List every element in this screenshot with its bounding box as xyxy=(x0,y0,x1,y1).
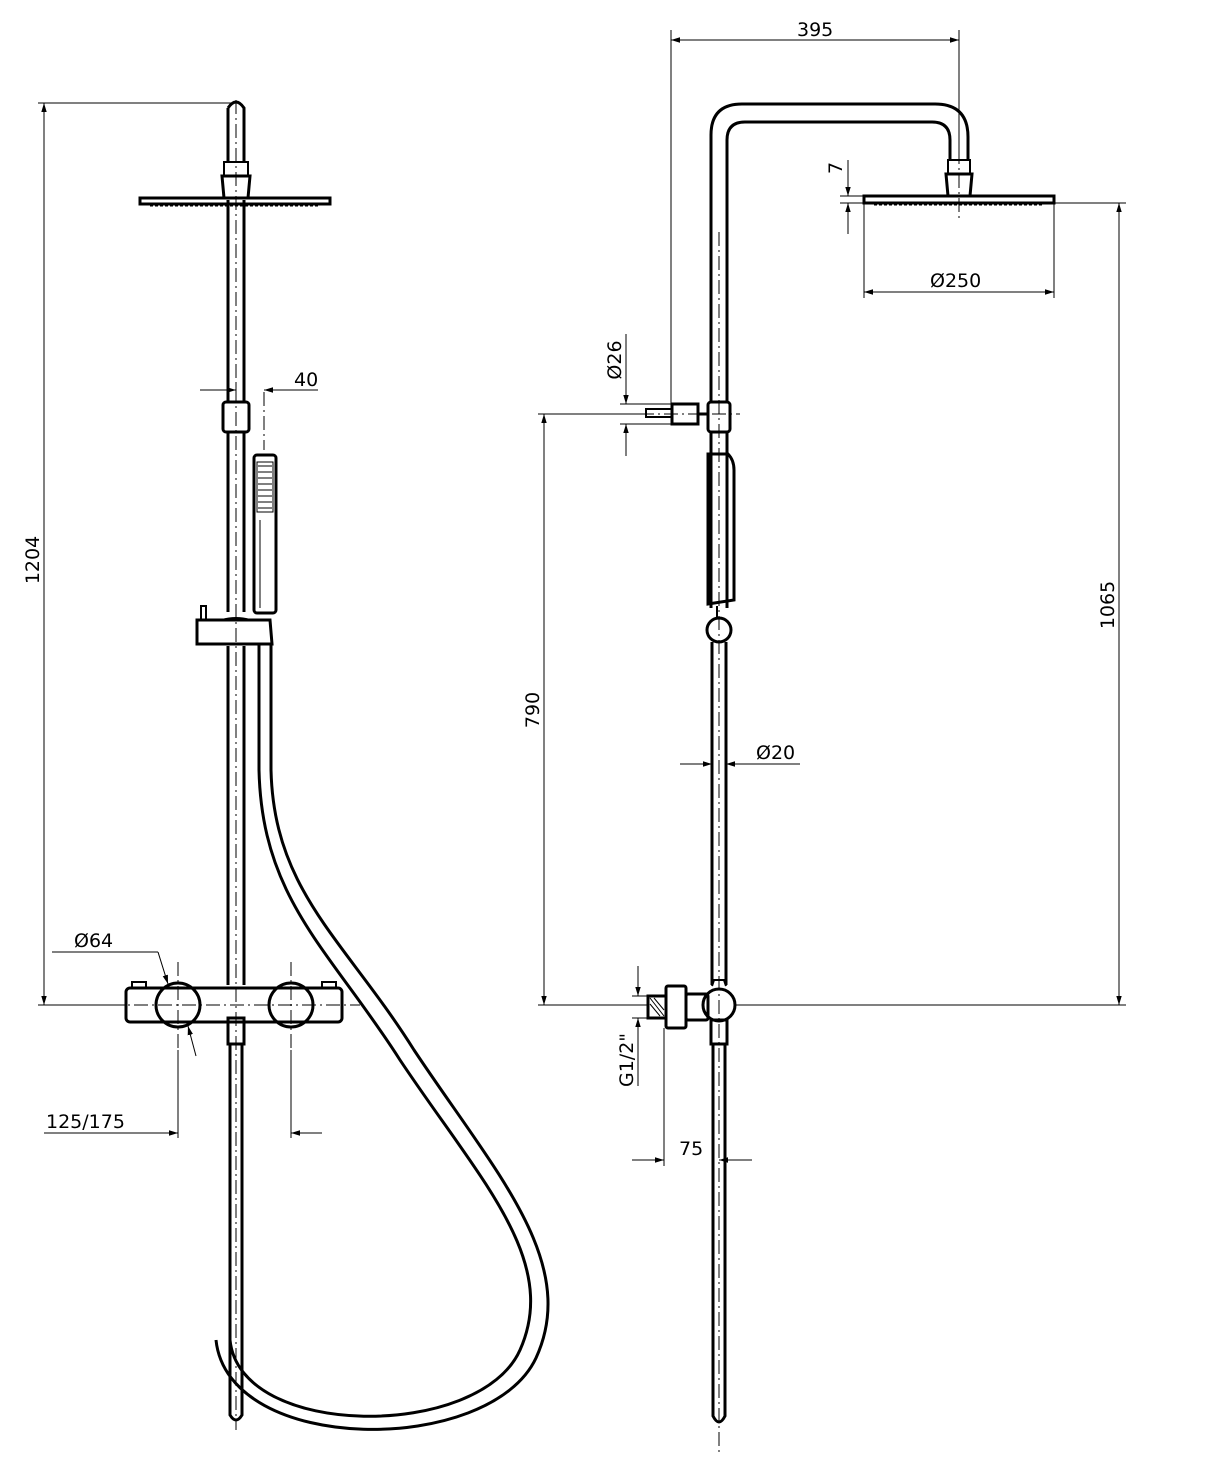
dim-arm-reach-label: 395 xyxy=(797,19,833,41)
side-dim-wall-distance: 75 xyxy=(632,1028,752,1166)
side-riser-and-arm xyxy=(709,102,970,1452)
dim-bracket-height-label: 790 xyxy=(522,692,544,728)
front-slide-bracket xyxy=(221,392,265,450)
front-dim-handle-diameter: Ø64 xyxy=(52,930,197,1057)
side-view: 395 7 Ø250 Ø26 xyxy=(522,19,1126,1452)
dim-connection-thread-label: G1/2" xyxy=(616,1033,638,1087)
side-wall-bracket xyxy=(640,400,740,434)
front-view: 1204 40 Ø64 125/175 xyxy=(22,100,550,1431)
front-dim-total-height: 1204 xyxy=(22,102,236,1006)
front-dim-handle-spacing: 125/175 xyxy=(44,1050,322,1138)
side-dim-bracket-diameter: Ø26 xyxy=(604,334,672,456)
front-dim-hand-shower-offset: 40 xyxy=(200,369,318,396)
dim-hand-shower-offset-label: 40 xyxy=(294,369,318,391)
side-hand-shower xyxy=(705,452,736,644)
dim-handle-diameter-label: Ø64 xyxy=(74,930,113,952)
side-dim-riser-diameter: Ø20 xyxy=(680,742,800,767)
side-wall-connection xyxy=(646,979,737,1030)
side-dim-connection-thread: G1/2" xyxy=(616,966,648,1087)
front-thermostat-mixer xyxy=(110,962,360,1050)
side-dim-head-thickness: 7 xyxy=(825,160,864,234)
dim-wall-distance-label: 75 xyxy=(679,1138,703,1160)
dim-riser-diameter-label: Ø20 xyxy=(756,742,795,764)
dim-handle-spacing-label: 125/175 xyxy=(46,1111,125,1133)
front-hose xyxy=(214,769,550,1431)
dim-head-diameter-label: Ø250 xyxy=(930,270,981,292)
dim-bracket-diameter-label: Ø26 xyxy=(604,340,626,379)
side-dim-bracket-height: 790 xyxy=(522,413,648,1006)
side-dim-head-height: 1065 xyxy=(735,202,1126,1006)
side-dim-head-diameter: Ø250 xyxy=(863,204,1055,298)
dim-head-height-label: 1065 xyxy=(1097,581,1119,629)
front-shower-head xyxy=(138,161,332,207)
dim-total-height-label: 1204 xyxy=(22,536,44,584)
front-riser-pipe xyxy=(226,100,246,1430)
dim-head-thickness-label: 7 xyxy=(825,162,847,174)
side-shower-head xyxy=(862,150,1056,220)
side-dim-arm-reach: 395 xyxy=(670,19,960,410)
front-hand-shower xyxy=(195,453,278,770)
